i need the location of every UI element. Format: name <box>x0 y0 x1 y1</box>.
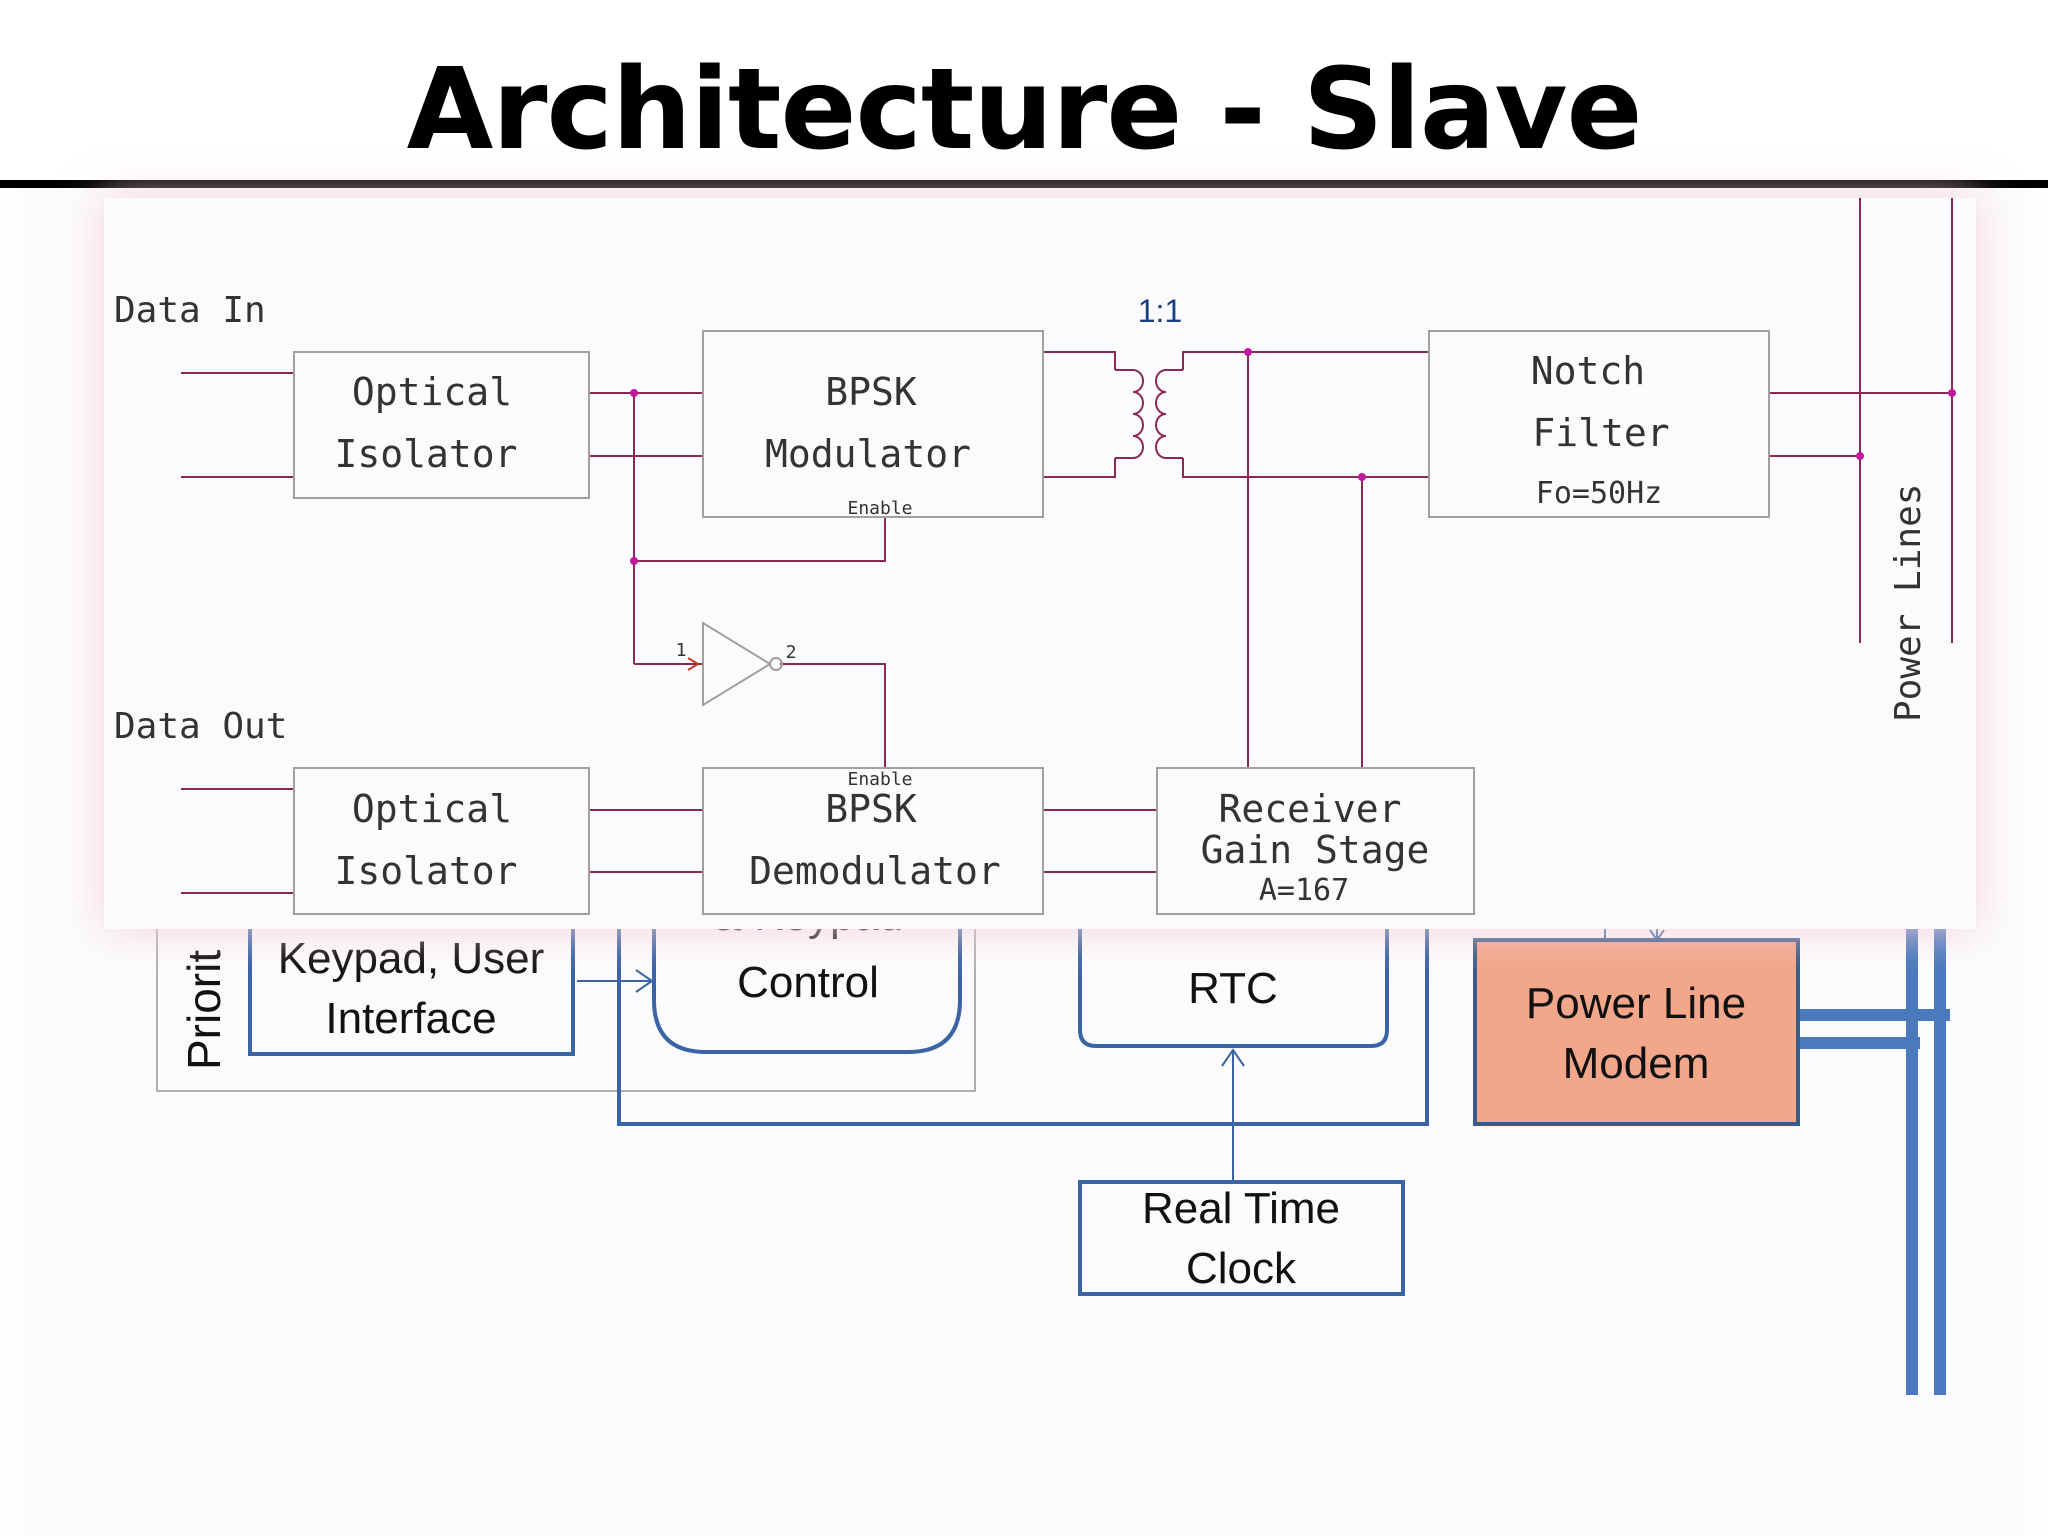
bpsk-modulator-line1: BPSK <box>825 370 917 414</box>
bpsk-demodulator: Enable BPSK Demodulator <box>702 767 1044 915</box>
power-line-modem-box: Power Line Modem <box>1473 925 1800 1126</box>
data-in-label: Data In <box>114 290 266 331</box>
power-line-modem-line1: Power Line <box>1526 979 1746 1028</box>
inverter-gate: 1 2 <box>676 621 797 707</box>
notch-filter-line3: Fo=50Hz <box>1536 476 1662 511</box>
bpsk-modulator-enable: Enable <box>847 498 912 519</box>
receiver-line3: A=167 <box>1259 873 1349 908</box>
bpsk-demodulator-line2: Demodulator <box>749 849 1001 893</box>
junction-nodes <box>630 348 1956 565</box>
data-out-label: Data Out <box>114 706 287 747</box>
system-frame <box>617 925 1429 1126</box>
optical-isolator-top-line1: Optical <box>352 370 512 414</box>
optical-isolator-bottom: Optical Isolator <box>293 767 590 915</box>
notch-filter: Notch Filter Fo=50Hz <box>1428 330 1770 518</box>
keypad-user-interface-box: Keypad, User Interface <box>248 925 575 1056</box>
keypad-box-line1: Keypad, User <box>278 934 545 983</box>
rtc-box: RTC <box>1078 925 1389 1048</box>
bpsk-modulator-line2: Modulator <box>765 432 971 476</box>
optical-isolator-top-line2: Isolator <box>334 432 517 476</box>
receiver-line1: Receiver <box>1218 787 1401 831</box>
transformer-coils <box>1115 369 1183 459</box>
schematic-wires <box>181 198 1953 894</box>
notch-filter-line2: Filter <box>1532 411 1669 455</box>
bpsk-demodulator-line1: BPSK <box>825 787 917 831</box>
optical-isolator-bottom-line2: Isolator <box>334 849 517 893</box>
receiver-gain-stage: Receiver Gain Stage A=167 <box>1156 767 1475 915</box>
receiver-line2: Gain Stage <box>1201 828 1430 872</box>
schematic-panel <box>104 198 1976 929</box>
inverter-pin2: 2 <box>786 642 797 663</box>
rtc-label: RTC <box>1188 964 1278 1013</box>
slide-title: Architecture - Slave <box>406 45 1643 175</box>
real-time-clock-line2: Clock <box>1186 1244 1297 1293</box>
power-line-modem-line2: Modem <box>1563 1039 1710 1088</box>
keypad-box-line2: Interface <box>325 994 496 1043</box>
real-time-clock-box: Real Time Clock <box>1078 1180 1405 1296</box>
clock-to-rtc-arrow <box>1221 1048 1245 1182</box>
notch-filter-line1: Notch <box>1531 349 1645 393</box>
optical-isolator-top: Optical Isolator <box>293 351 590 499</box>
power-line-bus <box>1798 900 1950 1395</box>
power-lines-label: Power Lines <box>1888 484 1929 722</box>
optical-isolator-bottom-line1: Optical <box>352 787 512 831</box>
priority-frame: Priorit <box>156 925 976 1092</box>
real-time-clock-line1: Real Time <box>1142 1184 1340 1233</box>
keypad-control-line1: Control <box>737 958 879 1007</box>
bpsk-modulator: BPSK Modulator Enable <box>702 330 1044 519</box>
transformer-ratio: 1:1 <box>1138 293 1182 329</box>
bpsk-demodulator-enable: Enable <box>847 769 912 790</box>
priority-label: Priorit <box>178 950 230 1070</box>
inverter-pin1: 1 <box>676 640 687 661</box>
title-rule <box>0 180 2048 188</box>
